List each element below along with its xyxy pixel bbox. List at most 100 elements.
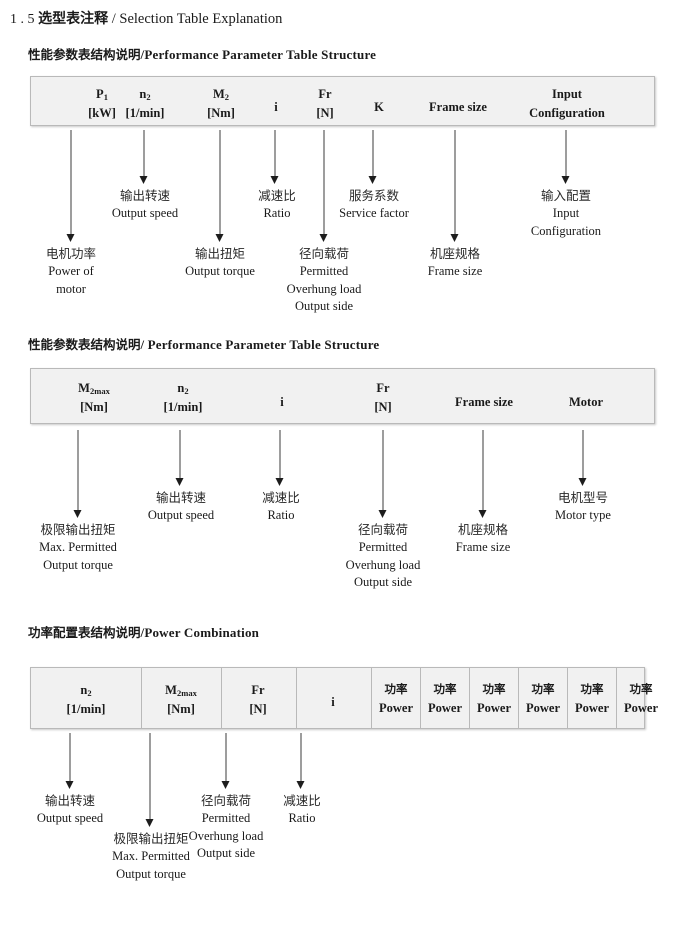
note-ratio-3: 减速比 Ratio [283,792,321,828]
table1-col-frame-size-symbol: Frame size [429,100,487,114]
table2-col-motor: Motor [569,393,603,412]
note-max-permitted-output-torque-3-en-1: Max. Permitted [112,848,190,863]
arrow-overhung-load-2 [378,430,388,518]
note-ratio-2-en-1: Ratio [267,507,295,522]
arrow-output-speed-2 [175,430,185,486]
note-output-speed-en-1: Output speed [111,205,179,220]
note-output-speed-3: 输出转速 Output speed [37,792,103,828]
page-title: 1 . 5 选型表注释 / Selection Table Explanatio… [10,8,282,28]
table3-col-fr-unit: [N] [249,702,267,717]
note-overhung-load-cn: 径向载荷 [298,246,350,261]
note-frame-size-cn: 机座规格 [429,246,480,261]
table1-col-p1: P1 [kW] [88,85,116,124]
table3-divider-4 [371,668,372,728]
table3-col-m2max: M2max [Nm] [165,681,197,720]
table3-col-power-1: 功率 Power [379,681,413,718]
note-output-speed-2: 输出转速 Output speed [148,489,214,525]
table1-col-m2: M2 [Nm] [207,85,235,124]
note-frame-size: 机座规格 Frame size [428,245,483,281]
note-overhung-load-3: 径向载荷 Permitted Overhung load Output side [189,792,264,863]
table1-col-fr-unit: [N] [316,106,334,121]
note-overhung-load-2: 径向载荷 Permitted Overhung load Output side [346,521,421,592]
table3-col-power-3-cn: 功率 [482,682,506,696]
note-frame-size-2-cn: 机座规格 [457,522,508,537]
section-heading-3: 功率配置表结构说明/Power Combination [28,622,259,641]
table3-col-m2max-symbol: M [165,683,177,697]
table1-col-p1-symbol: P [96,87,104,101]
table3-col-power-5: 功率 Power [575,681,609,718]
table1-col-m2-symbol: M [212,87,225,101]
table2-col-n2: n2 [1/min] [164,379,203,418]
arrow-output-speed-3 [65,733,75,789]
table3-col-power-3: 功率 Power [477,681,511,718]
table2-col-fr: Fr [N] [374,379,391,418]
arrow-frame-size-2 [478,430,488,518]
note-motor-type-2: 电机型号 Motor type [555,489,611,525]
note-overhung-load-2-cn: 径向载荷 [357,522,409,537]
arrow-ratio [270,130,280,184]
note-max-permitted-output-torque-2: 极限输出扭矩 Max. Permitted Output torque [39,521,117,574]
note-output-speed-cn: 输出转速 [119,188,170,203]
table3-col-power-5-cn: 功率 [580,682,604,696]
page-title-separator: / [111,11,116,27]
table3-col-m2max-unit: [Nm] [167,702,195,717]
arrow-max-permitted-output-torque-3 [145,733,155,827]
table1-col-fr: Fr [N] [316,85,333,124]
note-power-of-motor-cn: 电机功率 [45,246,97,261]
section-heading-3-sep: / [140,625,145,640]
arrow-ratio-2 [275,430,285,486]
note-ratio-cn: 减速比 [258,188,296,203]
section-heading-1-sep: / [140,47,145,62]
table2-col-m2max-symbol: M [78,381,90,395]
page-title-cn: 选型表注释 [38,11,109,27]
note-input-configuration-cn: 输入配置 [540,188,592,203]
section-heading-2: 性能参数表结构说明/ Performance Parameter Table S… [28,334,379,353]
table1-col-m2-unit: [Nm] [207,106,235,121]
table2-col-i-symbol: i [280,395,284,409]
table2-col-fr-unit: [N] [374,400,392,415]
section-heading-1: 性能参数表结构说明/Performance Parameter Table St… [28,44,376,63]
note-ratio-2-cn: 减速比 [262,490,300,505]
table1-col-i: i [274,98,277,117]
note-max-permitted-output-torque-2-cn: 极限输出扭矩 [40,522,116,537]
note-max-permitted-output-torque-3-cn: 极限输出扭矩 [113,831,189,846]
section-heading-1-cn: 性能参数表结构说明 [28,47,141,62]
section-heading-2-cn: 性能参数表结构说明 [28,337,141,352]
table3-col-power-4: 功率 Power [526,681,560,718]
section-heading-1-en: Performance Parameter Table Structure [144,47,377,62]
table3-col-i: i [331,693,334,712]
note-motor-type-2-en-1: Motor type [555,507,611,522]
page-title-number: 1 . 5 [10,12,35,27]
table1-col-n2: n2 [1/min] [126,85,165,124]
table3-col-n2-symbol: n [80,683,88,697]
note-output-speed-2-en-1: Output speed [147,507,215,522]
table1-col-n2-sub: 2 [146,92,151,102]
performance-parameter-table-2: M2max [Nm] n2 [1/min] i Fr [N] Frame siz… [30,368,655,424]
note-max-permitted-output-torque-3-en-2: Output torque [116,866,186,881]
note-max-permitted-output-torque-3: 极限输出扭矩 Max. Permitted Output torque [112,830,190,883]
note-max-permitted-output-torque-2-en-1: Max. Permitted [39,539,117,554]
note-frame-size-en-1: Frame size [427,263,483,278]
note-frame-size-2-en-1: Frame size [455,539,511,554]
table3-col-power-1-cn: 功率 [384,682,408,696]
table3-col-i-symbol: i [331,695,335,709]
arrow-service-factor [368,130,378,184]
arrow-output-torque [215,130,225,242]
arrow-input-configuration [561,130,571,184]
table3-divider-1 [141,668,142,728]
table3-col-power-6-cn: 功率 [629,682,653,696]
note-overhung-load-2-en-1: Permitted [358,539,408,554]
note-overhung-load-2-en-3: Output side [354,575,412,590]
note-motor-type-2-cn: 电机型号 [557,490,608,505]
note-overhung-load-en-3: Output side [295,299,353,314]
page-title-en: Selection Table Explanation [119,11,283,27]
note-output-torque-en-1: Output torque [185,263,255,278]
note-output-torque: 输出扭矩 Output torque [185,245,255,281]
table3-col-power-2: 功率 Power [428,681,462,718]
table3-divider-8 [567,668,568,728]
table2-col-n2-sub: 2 [184,386,189,396]
table1-col-k-symbol: K [374,100,384,114]
table3-col-m2max-sub: 2max [176,688,197,698]
note-service-factor-en-1: Service factor [339,205,409,220]
table2-col-m2max-sub: 2max [89,386,110,396]
